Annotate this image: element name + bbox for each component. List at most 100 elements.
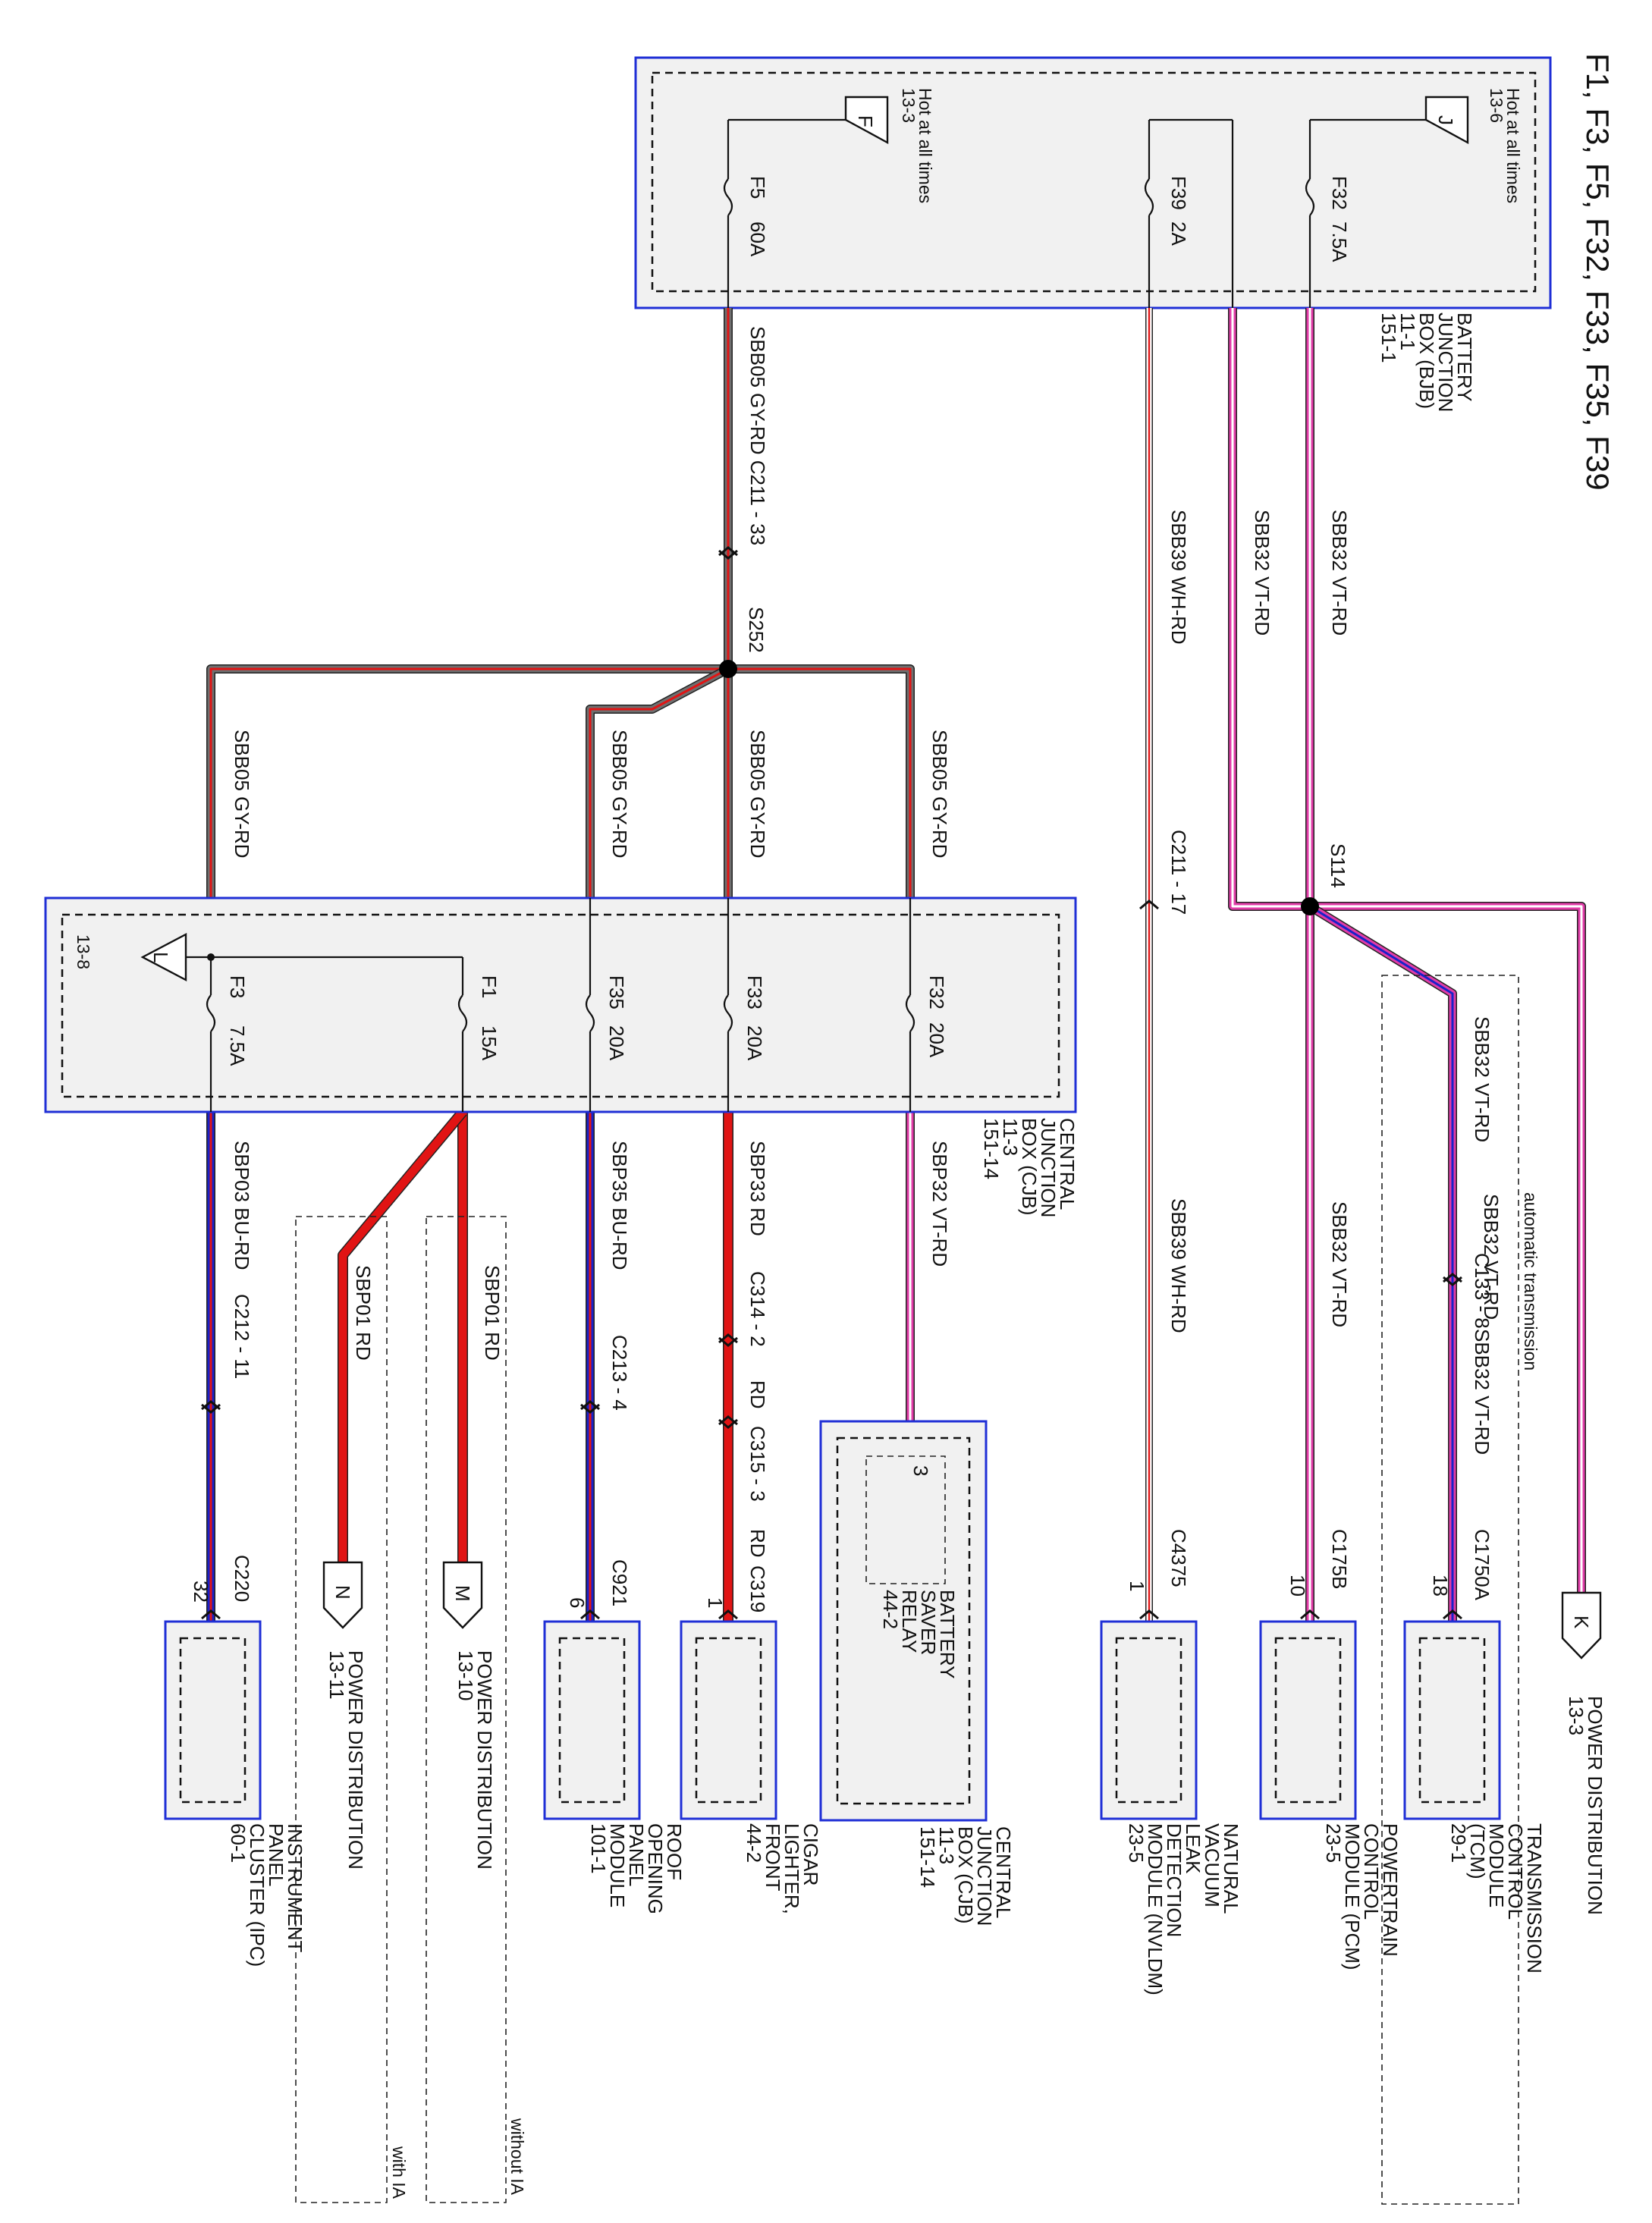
ref-flag-j-letter: J [1434,115,1457,125]
connector-c175b: C175B [1328,1529,1351,1590]
connector-mates [201,546,1462,1620]
bjb-label: BATTERYJUNCTIONBOX (BJB)11-1151-1 [1377,312,1476,412]
wire-label-sbb32-tcm2: SBB32 VT-RD [1471,1329,1493,1455]
wire-sbb05-branch-f35 [586,664,730,898]
fuse-symbol-f33 [723,994,733,1032]
fuse-f3-id: F3 [226,975,249,998]
svg-text:BATTERYSAVERRELAY44-2: BATTERYSAVERRELAY44-2 [879,1590,959,1679]
battery-junction-box: F J Hot at all times13-3 Hot at all time… [634,56,1552,412]
ref-flag-f: F [844,96,889,145]
fuse-symbol-f32-bjb [1305,178,1315,216]
component-ipc: INSTRUMENTPANELCLUSTER (IPC)60-1 [164,1620,306,1967]
connector-c1750a-pin: 18 [1429,1575,1452,1597]
mate-c133-8 [1443,1273,1462,1286]
wire-label-sbb32-a: SBB32 VT-RD [1251,510,1274,636]
option-label-with-ia: with IA [389,2146,409,2199]
fuse-f35-id: F35 [605,975,628,1009]
connector-c212-11: C212 - 11 [231,1294,253,1379]
fuse-f33-id: F33 [743,975,766,1009]
svg-text:INSTRUMENTPANELCLUSTER (IPC)60: INSTRUMENTPANELCLUSTER (IPC)60-1 [227,1823,306,1967]
connector-c921-pin: 6 [566,1597,589,1608]
mate-c921 [580,1609,600,1620]
component-pcm: POWERTRAINCONTROLMODULE (PCM)23-5 [1259,1620,1402,1970]
central-junction-box: L 13-8 F3 7.5A F1 15A F35 20A F33 20A F3… [44,896,1079,1217]
option-label-auto-trans: automatic transmission [1521,1192,1541,1371]
wire-label-sbp33: SBP33 RD [746,1141,769,1236]
connector-c315-3: C315 - 3 [746,1426,769,1502]
mate-c315-3 [718,1415,738,1429]
fuse-f32-bjb-id: F32 [1328,176,1351,210]
mate-c319 [718,1609,738,1620]
ref-flag-n-label: POWER DISTRIBUTION13-11 [325,1650,367,1870]
svg-text:NATURALVACUUMLEAKDETECTIONMODU: NATURALVACUUMLEAKDETECTIONMODULE (NVLDM)… [1125,1823,1242,1995]
ref-flag-l-letter: L [149,952,172,962]
ref-flag-l-page: 13-8 [74,934,93,969]
ref-flag-m-label: POWER DISTRIBUTION13-10 [454,1650,496,1870]
wire-sbb32-tcm [1307,902,1457,1622]
fuse-symbol-f1 [457,994,468,1032]
wire-label-sbp32: SBP32 VT-RD [928,1141,951,1267]
hot-at-all-times-j: Hot at all times13-6 [1487,88,1523,203]
fuse-symbol-f39 [1144,178,1154,216]
ref-flag-k-label: POWER DISTRIBUTION13-3 [1565,1696,1606,1915]
wire-sbp01-with [338,1108,467,1562]
fuse-f39-id: F39 [1167,176,1190,210]
connector-c4375-pin: 1 [1126,1581,1148,1591]
wire-label-sbp35: SBP35 BU-RD [608,1141,631,1270]
wire-sbb32-loop [1228,308,1310,911]
battery-saver-relay [865,1455,946,1584]
splice-s252-label: S252 [745,607,768,653]
fuse-symbol-f35 [585,994,595,1032]
fuse-f39-rating: 2A [1167,221,1190,246]
connector-c1750a: C1750A [1471,1529,1493,1601]
mate-c314-2 [718,1333,738,1347]
fuse-f3-rating: 7.5A [226,1025,249,1066]
svg-text:TRANSMISSIONCONTROLMODULE(TCM): TRANSMISSIONCONTROLMODULE(TCM)29-1 [1447,1823,1546,1973]
mate-c4375 [1139,1609,1159,1620]
connector-c133-8: C133 - 8 [1471,1253,1493,1329]
wire-label-sbb32-k: SBB32 VT-RD [1480,1194,1503,1320]
wire-label-sbb32-pcm: SBB32 VT-RD [1328,1201,1351,1327]
fuse-f32-cjb-rating: 20A [925,1022,948,1058]
option-box-auto-trans [1381,975,1519,2205]
wire-sbb05-branch-f32 [728,664,915,898]
hot-at-all-times-f: Hot at all times13-3 [899,88,935,203]
component-cigar-lighter: CIGARLIGHTER,FRONT44-2 [680,1620,822,1914]
connector-c319: C319 [746,1565,769,1612]
splice-s252 [719,660,737,678]
connector-c319-pin: 1 [704,1597,727,1608]
option-label-without-ia: without IA [507,2118,527,2196]
wire-label-rd-a: RD [746,1380,769,1409]
wire-label-sbb39-lower: SBB39 WH-RD [1167,1198,1190,1333]
fuse-f1-id: F1 [478,975,501,998]
wire-label-sbb32-tcm: SBB32 VT-RD [1471,1016,1493,1142]
fuse-f32-cjb-id: F32 [925,975,948,1009]
wire-sbb32-k [1310,902,1586,1593]
svg-text:CENTRALJUNCTIONBOX (CJB)11-315: CENTRALJUNCTIONBOX (CJB)11-3151-14 [916,1826,1015,1926]
cjb-label: CENTRALJUNCTIONBOX (CJB)11-3151-14 [980,1118,1079,1217]
fuse-f1-rating: 15A [478,1025,501,1061]
svg-text:N: N [331,1585,354,1600]
wire-label-sbp01-with: SBP01 RD [352,1265,375,1361]
wire-label-sbb05-upper: SBB05 GY-RD C211 - 33 [746,326,769,545]
wire-sbb05-branch-f3 [206,664,728,898]
mate-c220 [201,1609,221,1620]
ref-flag-f-letter: F [854,115,877,127]
fuse-f32-bjb-rating: 7.5A [1328,221,1351,262]
wire-label-sbb05-c: SBB05 GY-RD [746,730,769,859]
mate-c213-4 [580,1400,600,1414]
fuse-symbol-f32-cjb [905,994,916,1032]
wire-label-sbb32-b: SBB32 VT-RD [1328,510,1351,636]
fuse-f5-id: F5 [746,176,769,199]
wire-label-sbb05-d: SBB05 GY-RD [928,730,951,859]
connector-c213-4: C213 - 4 [608,1335,631,1411]
wire-label-sbb39-upper: SBB39 WH-RD [1167,510,1190,645]
connector-c4375: C4375 [1167,1529,1190,1587]
wire-label-sbb05-b: SBB05 GY-RD [608,730,631,859]
wires [206,308,1586,1622]
fuse-f33-rating: 20A [743,1025,766,1061]
ref-flag-j: J [1424,96,1469,145]
mate-c211-33 [718,546,738,560]
wire-label-sbp01-without: SBP01 RD [481,1265,504,1361]
